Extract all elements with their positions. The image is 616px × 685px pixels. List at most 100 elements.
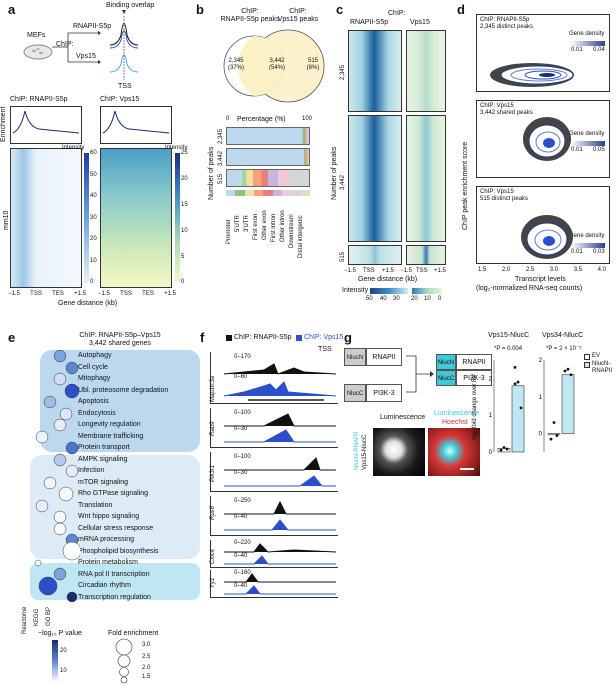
g-bar-ev bbox=[547, 433, 561, 435]
rnapii-profile bbox=[10, 106, 82, 144]
num-peaks-label: Number of peaks bbox=[208, 146, 215, 200]
f-track-group-4 bbox=[210, 496, 338, 536]
f-track-group-3 bbox=[210, 452, 338, 492]
d-contour-1 bbox=[490, 63, 574, 87]
enrichment-label: Enrichment bbox=[0, 106, 7, 142]
panel-d-label: d bbox=[457, 2, 465, 17]
g-data-point bbox=[516, 380, 520, 384]
panel-a-label: a bbox=[8, 2, 16, 17]
g-data-point bbox=[569, 373, 573, 377]
e-bubbles bbox=[34, 350, 80, 602]
panel-c-col2: Vps15 bbox=[410, 19, 430, 26]
f-track-group-5 bbox=[210, 540, 338, 568]
e-pval-scale bbox=[52, 640, 58, 682]
venn-chip-rnapii: ChIP: RNAPII-S5p peaks bbox=[220, 8, 280, 24]
panel-f-label: f bbox=[200, 330, 205, 345]
panel-c-col1: RNAPII-S5p bbox=[350, 19, 389, 26]
annotation-bar-2 bbox=[226, 169, 310, 187]
f-track-group-2 bbox=[210, 408, 338, 448]
e-db-gobp: GO BP bbox=[46, 606, 52, 626]
g-legend-nluc: NlucN-RNAPII bbox=[592, 361, 613, 374]
pct-100: 100 bbox=[302, 116, 313, 122]
tss-label: TSS bbox=[118, 83, 132, 90]
g-arrow-icon bbox=[406, 355, 434, 393]
g-nlucn-box: NlucN bbox=[344, 348, 366, 366]
percentage-label: Percentage (%) bbox=[237, 116, 286, 123]
g-nlucc-box: NlucC bbox=[344, 384, 366, 402]
c-heat-vps15-1 bbox=[406, 30, 446, 112]
g-data-point bbox=[549, 437, 553, 441]
g-data-point bbox=[552, 421, 556, 424]
e-fold-ticks: 3.0 2.5 2.0 1.5 bbox=[142, 642, 151, 680]
f-tracks: Map1lc3a 0–170 0–60 Rab9 0–100 0–30 Pik3… bbox=[210, 352, 338, 600]
venn-chip-vps15: ChIP: Vps15 peaks bbox=[277, 8, 319, 24]
g-chart1-title: Vps15-NlucC bbox=[488, 332, 530, 339]
d-xlabel2: (log₂-normalized RNA-seq counts) bbox=[476, 285, 583, 292]
c-row-2: 515 bbox=[340, 251, 346, 262]
g-pi3k-box-2: PI3K-3 bbox=[456, 370, 492, 386]
d-subplot-2: ChIP: Vps15 3,442 shared peaks Gene dens… bbox=[476, 100, 610, 178]
g-nlucc-box-2: NlucC bbox=[436, 370, 456, 386]
e-terms: Autophagy Cell cycle Mitophagy Ubl. prot… bbox=[78, 352, 169, 601]
panel-c-chip: ChIP: bbox=[388, 10, 406, 17]
intensity-right-label: Intensity bbox=[165, 145, 188, 151]
vps15-heatmap bbox=[100, 148, 172, 288]
g-micro-merge bbox=[428, 428, 480, 476]
c-row-1: 3,442 bbox=[340, 174, 346, 190]
c-xticks: −1.5 TSS +1.5 −1.5 TSS +1.5 bbox=[344, 268, 446, 274]
g-chart-ytick: 2 bbox=[539, 358, 543, 364]
g-p1: *P = 0.004 bbox=[494, 346, 523, 352]
panel-a-schematic bbox=[0, 0, 150, 92]
g-data-point bbox=[499, 448, 503, 452]
rnapii-heatmap bbox=[10, 148, 82, 288]
f-tss-label: TSS bbox=[318, 346, 332, 353]
c-xlabel: Gene distance (kb) bbox=[358, 276, 418, 283]
g-legend-ev-swatch bbox=[584, 354, 590, 360]
g-data-point bbox=[519, 406, 523, 410]
c-scale-ticks: 50 40 30 20 10 0 bbox=[366, 296, 442, 302]
g-schematic-top: NlucN RNAPII NlucC PI3K-3 NlucN NlucC RN… bbox=[344, 342, 494, 422]
c-row-0: 2,345 bbox=[340, 64, 346, 80]
intensity-right-scale bbox=[175, 153, 180, 283]
panel-c-num-peaks: Number of peaks bbox=[331, 146, 338, 200]
vps15-label: Vps15 bbox=[76, 53, 96, 60]
d-contour-2 bbox=[523, 117, 571, 161]
g-data-point bbox=[502, 446, 506, 449]
f-track-group-1 bbox=[210, 352, 338, 404]
f-legend-black: ChIP: RNAPII-S5p bbox=[234, 334, 292, 341]
e-box-2 bbox=[30, 455, 200, 559]
c-heat-vps15-2 bbox=[406, 115, 446, 242]
g-legend-ev: EV bbox=[592, 353, 601, 359]
g-chart-ytick: 0 bbox=[539, 432, 543, 438]
g-bar-nlucn-rnapii bbox=[561, 374, 575, 434]
row-label-2: 515 bbox=[218, 173, 224, 184]
heat-xlabel: Gene distance (kb) bbox=[58, 300, 118, 307]
heat-left-title: ChIP: RNAPII-S5p bbox=[10, 96, 68, 103]
panel-e-label: e bbox=[8, 330, 16, 345]
g-data-point bbox=[513, 365, 517, 369]
g-rnapii-box: RNAPII bbox=[366, 348, 402, 366]
venn-mid-count: 3,442 (54%) bbox=[268, 58, 285, 71]
d-subplot-3: ChIP: Vps15 515 distinct peaks Gene dens… bbox=[476, 186, 610, 264]
annotation-legend-swatches bbox=[226, 190, 310, 196]
g-chart-ytick: 1 bbox=[539, 395, 543, 401]
g-legend-nluc-swatch bbox=[584, 362, 590, 368]
c-heat-vps15-3 bbox=[406, 245, 446, 265]
d-ylabel: ChIP peak enrichment score bbox=[462, 141, 469, 230]
c-heat-rnapii-2 bbox=[348, 115, 402, 242]
g-side-label-1: NlucN-RNAPII bbox=[354, 431, 360, 470]
d-subplot-1: ChIP: RNAPII-S5p 2,345 distinct peaks Ge… bbox=[476, 14, 610, 92]
g-p2: *P = 2 × 10⁻⁵ bbox=[546, 346, 582, 352]
g-data-point bbox=[555, 434, 559, 437]
g-side-label-2: Vps15-NlucC bbox=[362, 434, 368, 470]
e-db-kegg: KEGG bbox=[34, 608, 40, 626]
pct-0: 0 bbox=[226, 116, 230, 122]
f-legend-black-swatch bbox=[226, 335, 232, 341]
g-ylabel: log₂ fold change over EV bbox=[472, 373, 478, 440]
mefs-dish-icon bbox=[23, 10, 139, 80]
c-heat-rnapii-3 bbox=[348, 245, 402, 265]
